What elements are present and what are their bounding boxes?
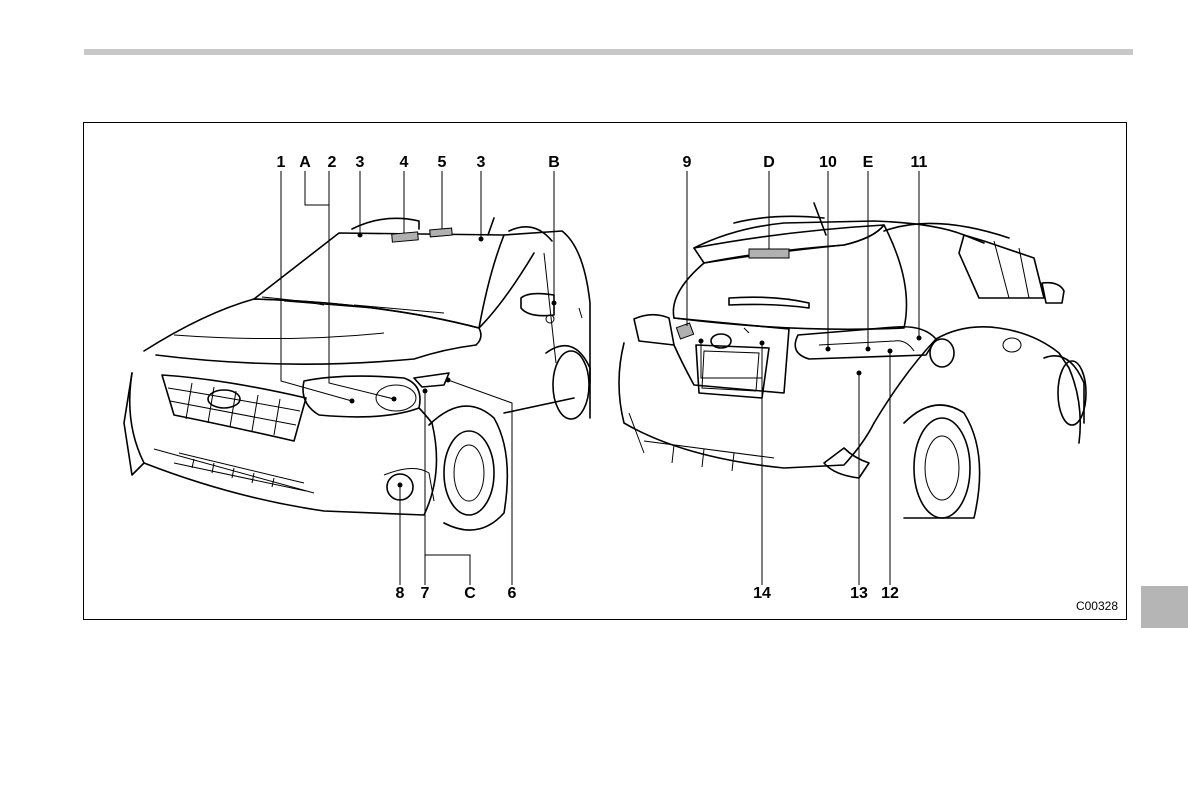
callout-label: D [763,154,775,171]
front-car-drawing [124,218,590,530]
callout-label: 12 [881,585,899,602]
rear-car-drawing [619,203,1086,518]
section-thumb-tab [1141,586,1188,628]
callout-label: 10 [819,154,837,171]
vehicle-exterior-figure: .o { fill: none; stroke: #000; stroke-wi… [83,122,1127,620]
callout-label: C [464,585,476,602]
callout-label: 2 [328,154,337,171]
callout-label: 9 [683,154,692,171]
header-rule [84,49,1133,55]
callout-label: 3 [477,154,486,171]
callout-label: A [299,154,311,171]
callout-label: 11 [911,154,928,171]
callout-label: 7 [421,585,430,602]
callout-label: 13 [850,585,868,602]
callout-label: 1 [277,154,286,171]
figure-code: C00328 [1076,599,1118,613]
vehicle-illustration: .o { fill: none; stroke: #000; stroke-wi… [84,123,1128,621]
callout-label: E [863,154,874,171]
callout-label: 4 [400,154,409,171]
callout-label: 8 [396,585,405,602]
callout-label: 14 [753,585,771,602]
callout-label: 3 [356,154,365,171]
callout-label: B [548,154,560,171]
callout-label: 6 [508,585,517,602]
callout-label: 5 [438,154,447,171]
